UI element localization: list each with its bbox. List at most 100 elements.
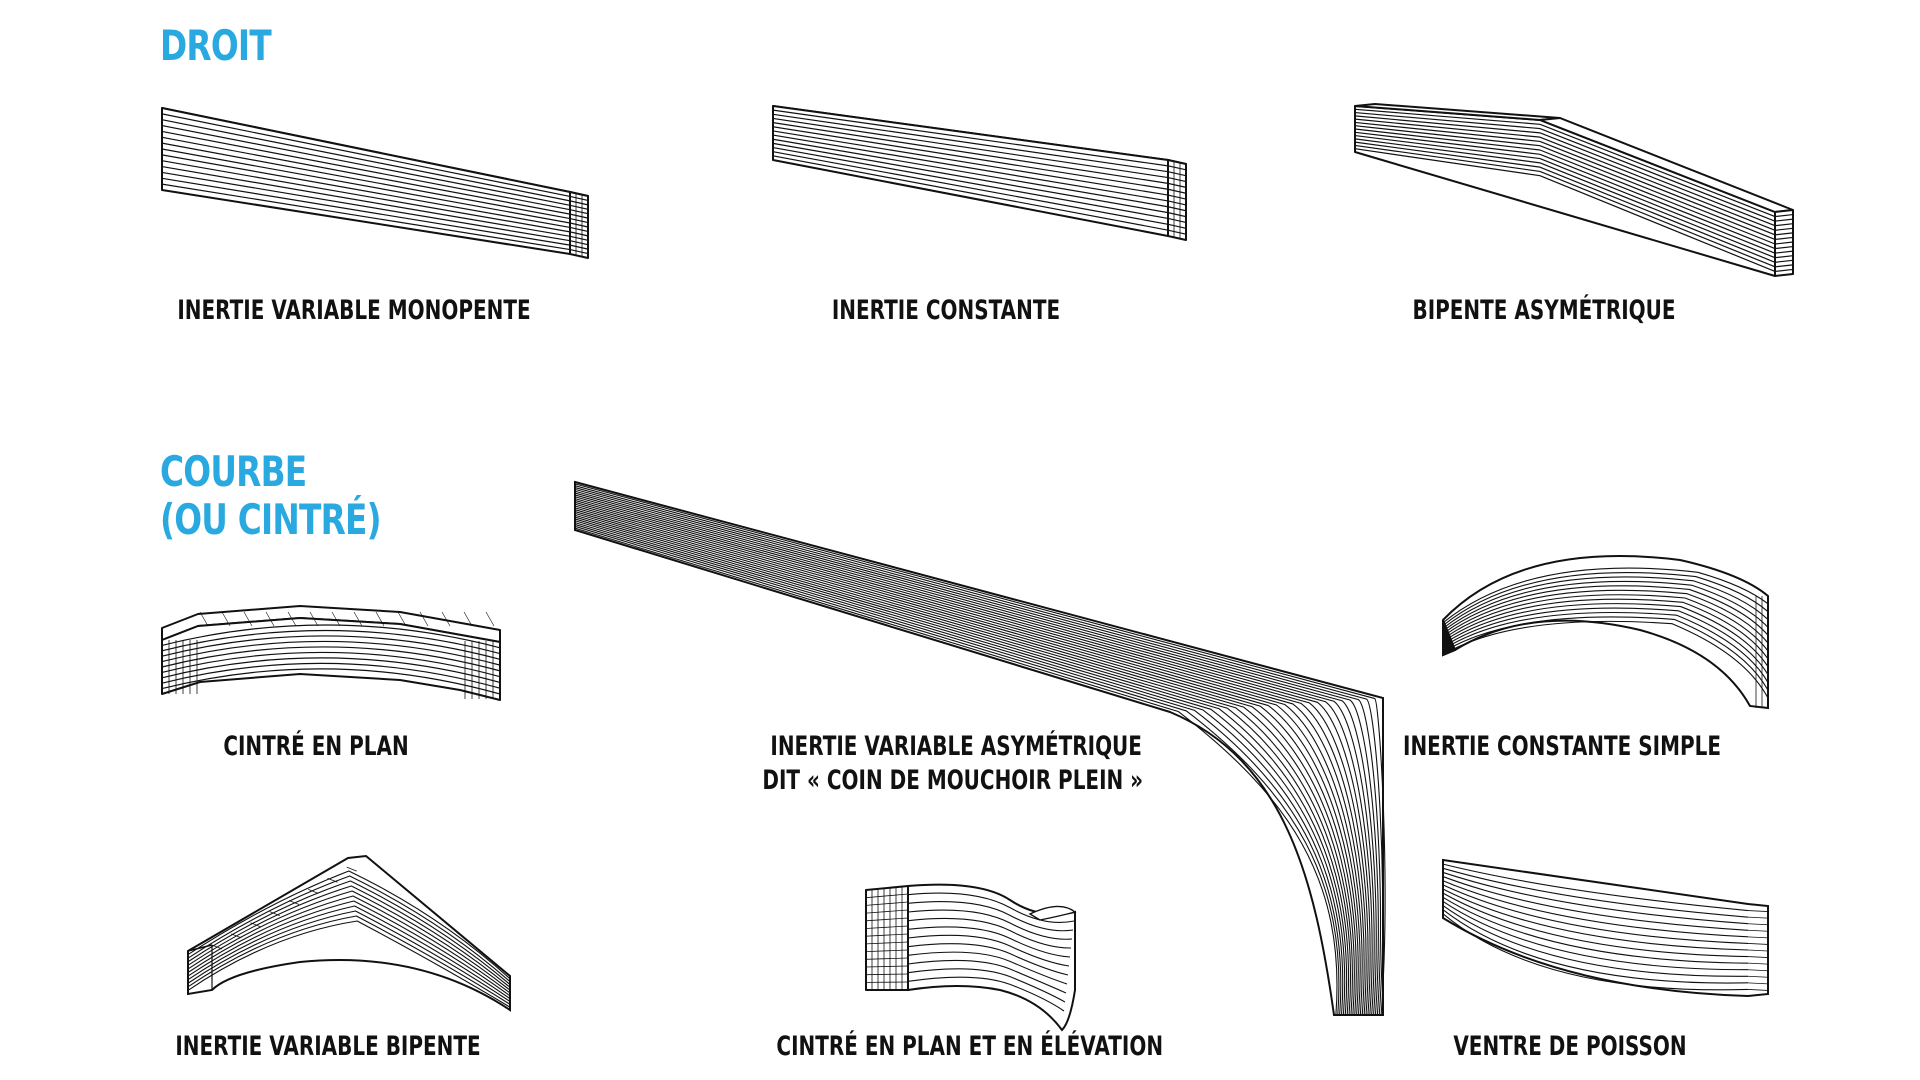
lamella-line <box>1539 149 1776 245</box>
beam-cintre-en-plan-drawing <box>161 605 501 701</box>
lamella-curve <box>1447 607 1769 675</box>
lamella-line <box>1354 125 1541 147</box>
lamella-line <box>1539 132 1776 227</box>
lamella-curve <box>161 629 501 655</box>
lamella-curve <box>1442 892 1749 958</box>
lamella-line <box>161 113 571 198</box>
lamella-curve <box>574 501 1365 1016</box>
lamella-line <box>1354 128 1541 151</box>
beam-constante-simple-drawing <box>1442 555 1769 710</box>
lamella-line <box>865 917 909 922</box>
lamella-curve <box>574 520 1346 1016</box>
lamella-curve <box>187 895 511 994</box>
lamella-curve <box>1446 598 1769 660</box>
lamella-curve <box>1445 594 1769 652</box>
lamella-curve <box>574 518 1348 1016</box>
lamella-line <box>1539 123 1776 218</box>
lamella-line <box>199 611 209 627</box>
lamella-line <box>1167 229 1187 235</box>
lamella-line <box>1774 241 1794 245</box>
lamella-curve <box>1443 576 1769 628</box>
lamella-line <box>1167 171 1187 177</box>
lamella-line <box>1354 138 1541 164</box>
lamella-curve <box>1447 616 1769 691</box>
lamella-line <box>1167 206 1187 212</box>
beam-coin-de-mouchoir-drawing <box>574 480 1386 1016</box>
lamella-curve <box>574 516 1350 1016</box>
lamella-line <box>161 171 571 242</box>
lamella-curve <box>187 885 511 988</box>
lamella-line <box>1747 956 1769 958</box>
lamella-line <box>772 134 1169 202</box>
lamella-curve <box>574 523 1342 1016</box>
lamella-line <box>1747 969 1769 972</box>
lamella-curve <box>907 926 1071 958</box>
lamella-curve <box>574 522 1344 1016</box>
lamella-line <box>243 611 253 627</box>
lamella-line <box>1354 131 1541 155</box>
lamella-curve <box>574 483 1386 1016</box>
lamella-curve <box>1442 871 1749 925</box>
lamella-line <box>250 922 261 928</box>
lamella-line <box>1354 134 1541 160</box>
section-title-courbe: COURBE <box>160 447 307 496</box>
lamella-line <box>569 217 589 224</box>
lamella-curve <box>907 934 1070 967</box>
lamella-line <box>161 177 571 246</box>
lamella-line <box>1747 943 1769 945</box>
lamella-curve <box>907 892 1075 923</box>
lamella-line <box>865 965 909 968</box>
lamella-curve <box>1445 589 1769 644</box>
lamella-curve <box>574 492 1375 1016</box>
lamella-curve <box>1444 585 1769 636</box>
lamella-curve <box>1443 572 1769 626</box>
lamella-line <box>161 160 571 233</box>
lamella-line <box>161 130 571 211</box>
lamella-curve <box>574 525 1340 1016</box>
lamella-line <box>865 941 909 945</box>
caption-coin-line2: DIT « COIN DE MOUCHOIR PLEIN » <box>762 765 1144 796</box>
lamella-line <box>353 611 363 627</box>
lamella-line <box>1539 162 1776 259</box>
lamella-line <box>1774 232 1794 236</box>
lamella-line <box>1539 166 1776 263</box>
lamella-line <box>1774 255 1794 259</box>
lamella-line <box>569 204 589 210</box>
lamella-line <box>161 142 571 220</box>
lamella-curve <box>187 890 511 991</box>
lamella-curve <box>907 917 1072 949</box>
lamella-curve <box>187 875 511 983</box>
lamella-curve <box>574 511 1355 1016</box>
lamella-line <box>1167 223 1187 229</box>
beam-side-face <box>161 617 501 701</box>
lamella-line <box>865 901 909 906</box>
lamella-curve <box>161 651 501 678</box>
lamella-line <box>441 611 451 627</box>
beam-ventre-de-poisson-drawing <box>1442 858 1769 998</box>
lamella-line <box>1774 223 1794 227</box>
lamella-line <box>1774 236 1794 241</box>
beam-bipente-asymetrique-drawing <box>1354 103 1794 277</box>
beam-outline <box>907 883 1076 1032</box>
caption-cintre-en-plan: CINTRÉ EN PLAN <box>223 731 409 762</box>
lamella-curve <box>574 499 1367 1016</box>
section-title-droit: DROIT <box>160 21 272 70</box>
lamella-line <box>308 889 319 894</box>
lamella-line <box>1774 268 1794 273</box>
lamella-line <box>772 122 1169 184</box>
lamella-curve <box>187 910 511 1002</box>
lamella-line <box>1354 144 1541 173</box>
lamella-line <box>1167 194 1187 200</box>
lamella-line <box>569 209 589 215</box>
lamella-curve <box>161 640 501 666</box>
lamella-line <box>1354 121 1541 143</box>
lamella-line <box>1747 949 1769 952</box>
lamella-line <box>1354 141 1541 168</box>
caption-bipente: INERTIE VARIABLE BIPENTE <box>175 1031 481 1062</box>
caption-coin-line1: INERTIE VARIABLE ASYMÉTRIQUE <box>770 731 1142 762</box>
beam-constante-drawing <box>772 105 1187 241</box>
lamella-line <box>346 866 357 872</box>
lamella-line <box>231 933 242 939</box>
lamella-line <box>161 154 571 229</box>
lamella-curve <box>161 668 501 695</box>
